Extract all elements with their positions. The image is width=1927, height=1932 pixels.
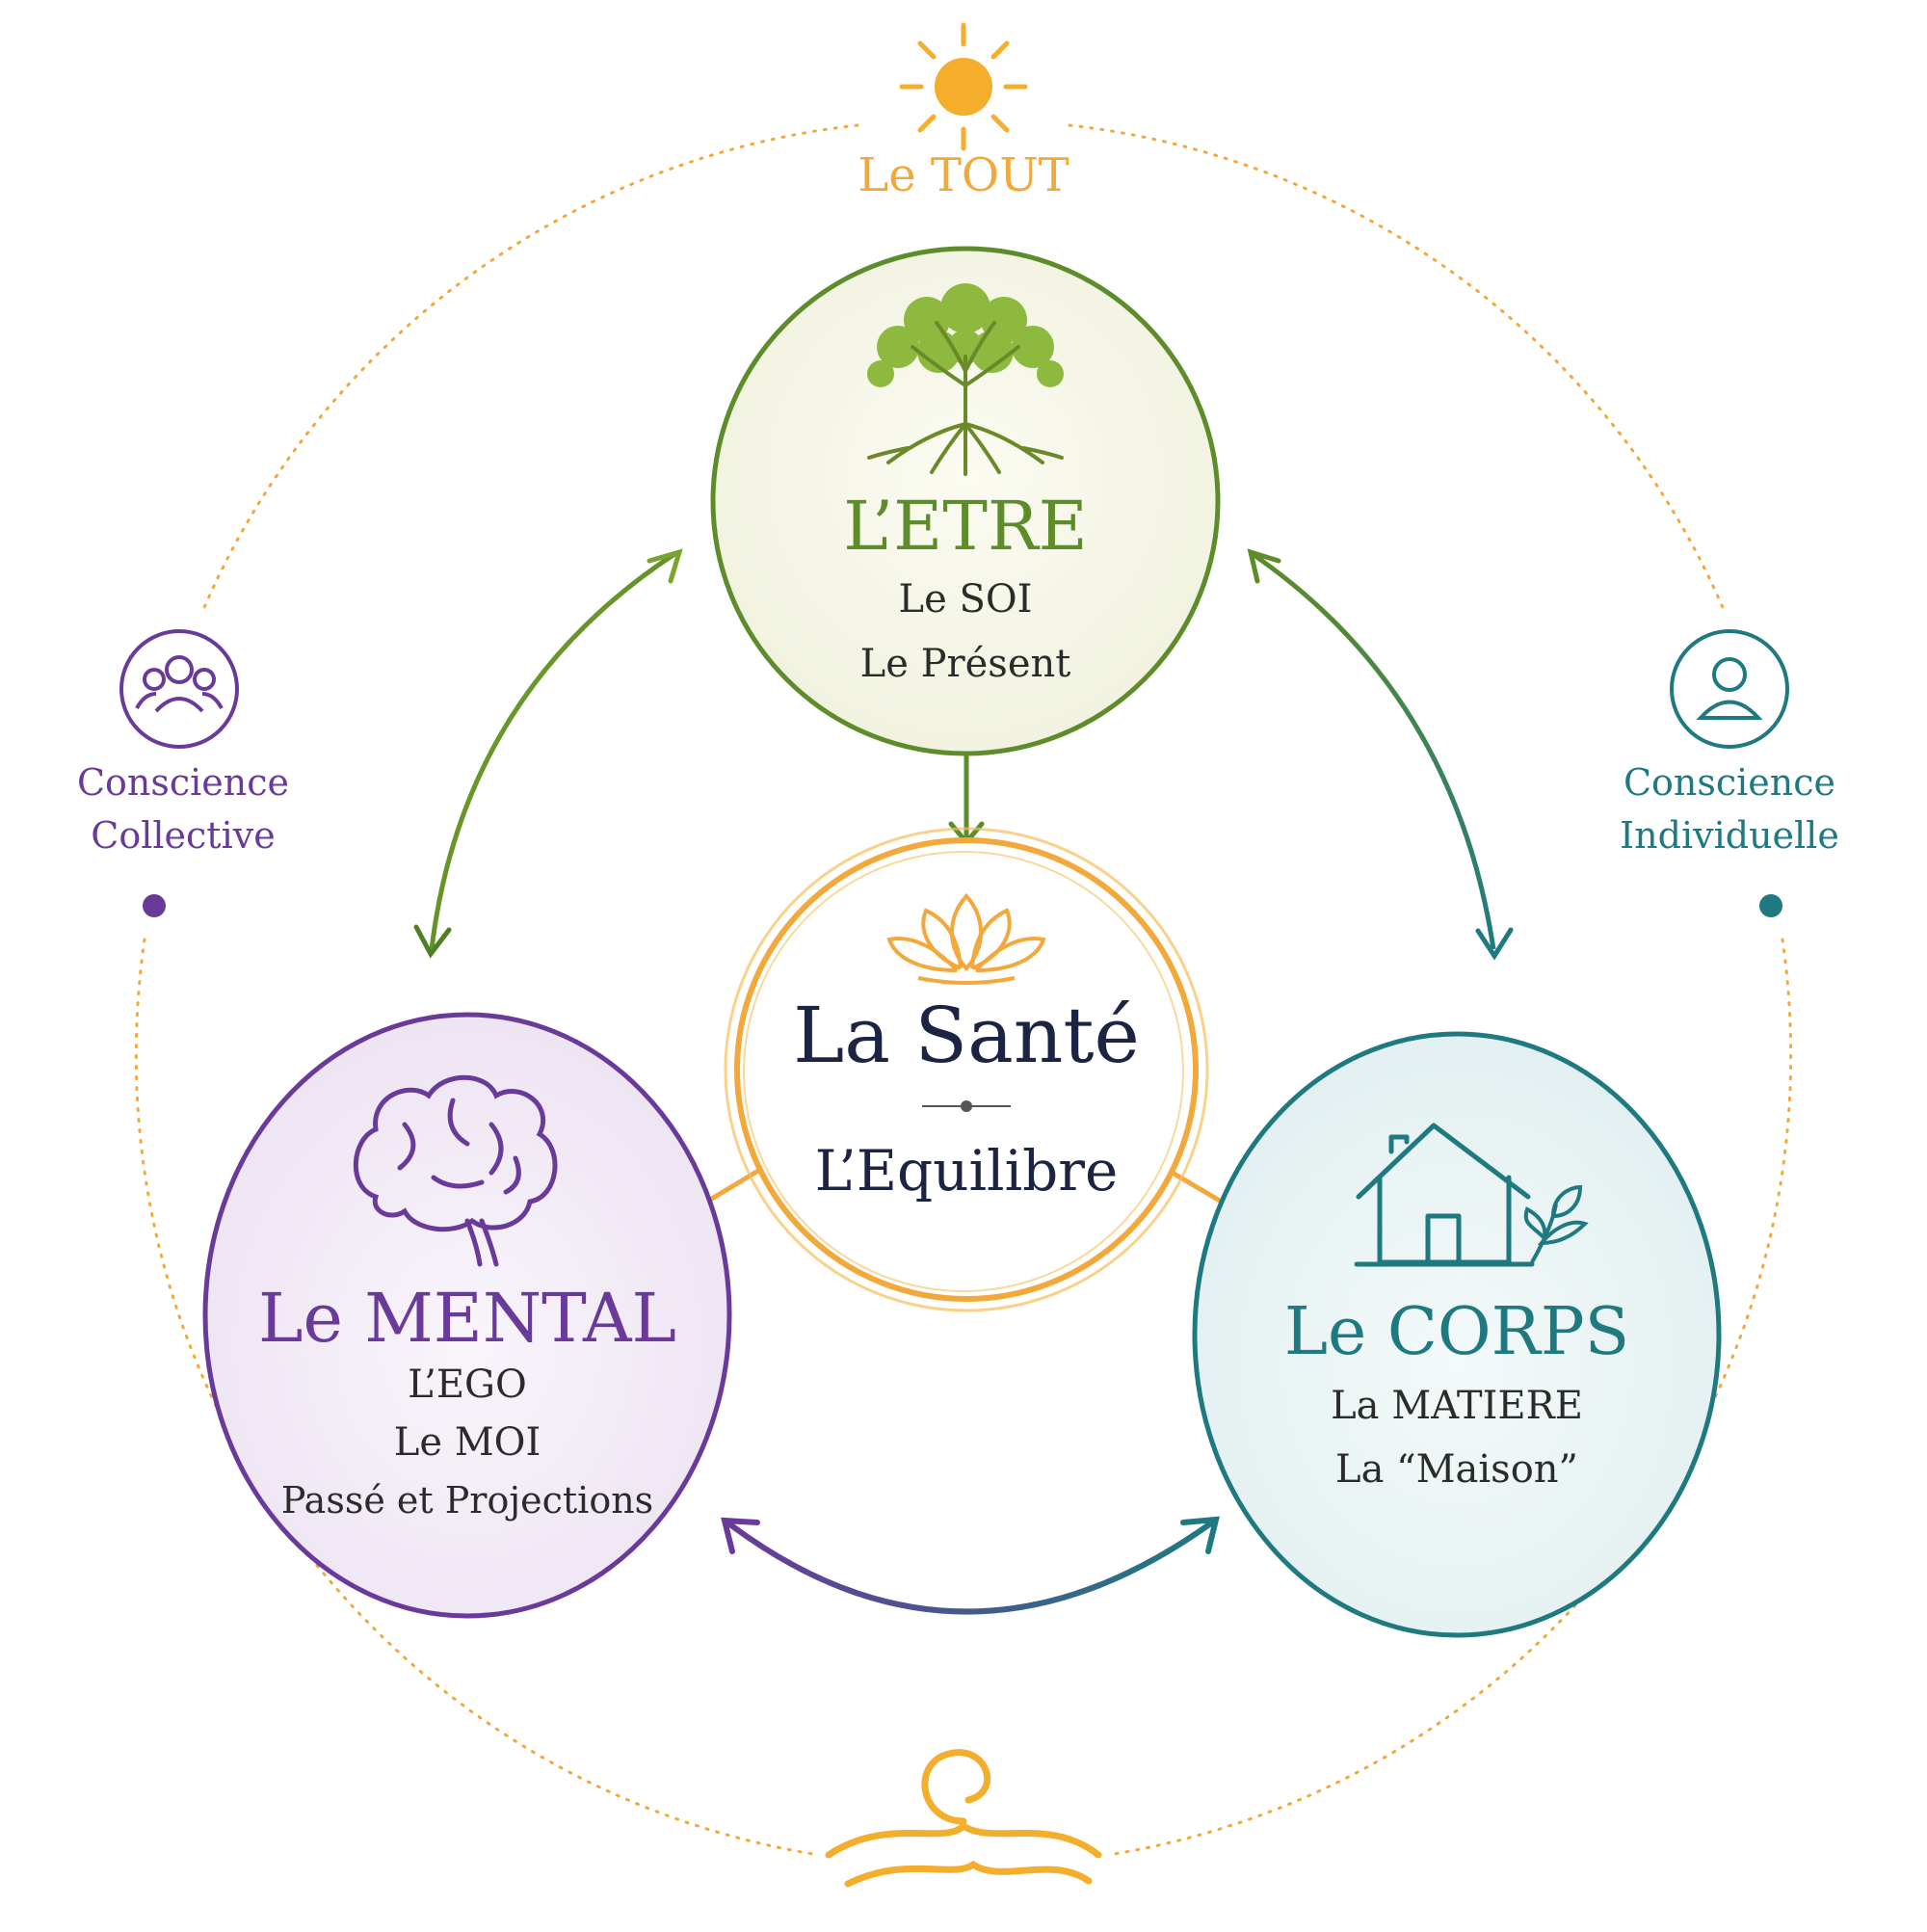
tree-icon xyxy=(867,283,1064,476)
arrow-etre-corps xyxy=(1247,548,1514,961)
individual-label-2: Individuelle xyxy=(1620,814,1839,857)
brain-icon xyxy=(353,1074,558,1267)
arrow-etre-mental xyxy=(413,548,683,959)
arrow-mental-corps xyxy=(721,1516,1220,1615)
sun-icon xyxy=(899,22,1028,151)
collective-dot xyxy=(143,894,166,917)
etre-title: L’ETRE xyxy=(843,487,1088,566)
mental-line-2: Le MOI xyxy=(394,1420,541,1465)
corps-line-1: La MATIERE xyxy=(1331,1384,1583,1428)
house-icon xyxy=(1354,1123,1535,1267)
corps-line-2: La “Maison” xyxy=(1335,1447,1578,1492)
mental-node: Le MENTAL L’EGO Le MOI Passé et Projecti… xyxy=(202,1012,732,1619)
mental-line-3: Passé et Projections xyxy=(281,1479,653,1522)
collective-label-2: Collective xyxy=(91,814,275,857)
sante-subtitle: L’Equilibre xyxy=(815,1138,1119,1204)
lotus-icon xyxy=(886,893,1046,985)
etre-node: L’ETRE Le SOI Le Présent xyxy=(710,246,1221,756)
corps-title: Le CORPS xyxy=(1284,1294,1629,1370)
wave-icon xyxy=(825,1749,1102,1888)
collective-label-1: Conscience xyxy=(77,761,289,804)
top-label: Le TOUT xyxy=(858,148,1069,202)
individual-label-1: Conscience xyxy=(1623,761,1835,804)
person-icon xyxy=(1670,629,1789,749)
outer-ring xyxy=(134,123,1793,1857)
mental-line-1: L’EGO xyxy=(408,1363,527,1407)
mental-title: Le MENTAL xyxy=(258,1279,676,1358)
sante-node: La Santé L’Equilibre xyxy=(724,827,1209,1312)
etre-line-2: Le Présent xyxy=(860,642,1071,686)
individual-dot xyxy=(1759,894,1782,917)
leaf-icon xyxy=(1523,1184,1589,1263)
corps-node: Le CORPS La MATIERE La “Maison” xyxy=(1192,1031,1722,1638)
sante-title: La Santé xyxy=(793,991,1140,1080)
etre-line-1: Le SOI xyxy=(899,577,1033,622)
group-icon xyxy=(119,629,239,749)
